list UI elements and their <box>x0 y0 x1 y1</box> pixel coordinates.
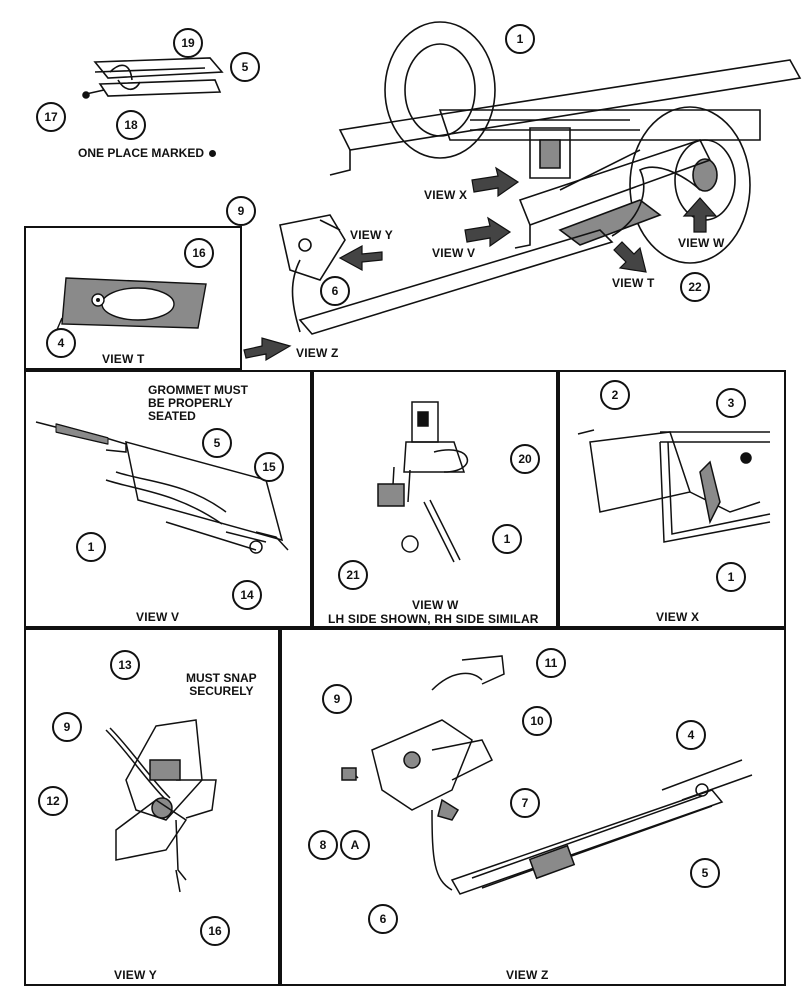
view-x-arrow-icon <box>472 168 518 196</box>
view-z-title: VIEW Z <box>506 968 549 982</box>
callout-6: 6 <box>320 276 350 306</box>
callout-a: A <box>340 830 370 860</box>
one-place-marked-note: ONE PLACE MARKED <box>78 147 217 160</box>
callout-5: 5 <box>230 52 260 82</box>
callout-3: 3 <box>716 388 746 418</box>
view-y-panel: 13 9 12 16 MUST SNAP SECURELY VIEW Y <box>24 628 280 986</box>
callout-1: 1 <box>492 524 522 554</box>
callout-14: 14 <box>232 580 262 610</box>
view-v-panel: GROMMET MUST BE PROPERLY SEATED 5 15 1 1… <box>24 370 312 628</box>
callout-21: 21 <box>338 560 368 590</box>
callout-17: 17 <box>36 102 66 132</box>
view-v-drawing <box>35 421 289 554</box>
view-t-arrow-icon <box>614 242 646 272</box>
view-x-title: VIEW X <box>656 610 700 624</box>
callout-9: 9 <box>226 196 256 226</box>
callout-1: 1 <box>505 24 535 54</box>
view-w-drawing <box>377 401 469 563</box>
parking-brake-cable-route-drawing <box>293 150 701 334</box>
callout-16: 16 <box>184 238 214 268</box>
view-w-arrow-icon <box>684 198 716 232</box>
view-x-panel: 2 3 1 VIEW X <box>558 370 786 628</box>
callout-19: 19 <box>173 28 203 58</box>
callout-1: 1 <box>716 562 746 592</box>
callout-16: 16 <box>200 916 230 946</box>
view-v-arrow-icon <box>465 218 510 246</box>
callout-10: 10 <box>522 706 552 736</box>
view-t-title: VIEW T <box>102 352 145 366</box>
callout-1: 1 <box>76 532 106 562</box>
callout-13: 13 <box>110 650 140 680</box>
view-z-drawing <box>341 655 753 895</box>
view-y-title: VIEW Y <box>114 968 157 982</box>
view-t-drawing <box>55 277 207 333</box>
view-y-drawing <box>105 719 217 893</box>
callout-5: 5 <box>202 428 232 458</box>
view-y-arrow-icon <box>340 246 382 270</box>
view-w-subtitle: LH SIDE SHOWN, RH SIDE SIMILAR <box>328 612 539 626</box>
grommet-note: GROMMET MUST BE PROPERLY SEATED <box>148 383 248 423</box>
callout-7: 7 <box>510 788 540 818</box>
callout-9: 9 <box>322 684 352 714</box>
frame-rails-drawing <box>330 60 800 248</box>
callout-4: 4 <box>676 720 706 750</box>
view-t-panel: 16 4 VIEW T <box>24 226 242 370</box>
label-view-y: VIEW Y <box>350 228 393 242</box>
callout-18: 18 <box>116 110 146 140</box>
label-view-z: VIEW Z <box>296 346 339 360</box>
pedal-assembly-top-drawing <box>280 215 345 280</box>
view-v-title: VIEW V <box>136 610 180 624</box>
view-z-arrow-icon <box>244 338 290 360</box>
callout-12: 12 <box>38 786 68 816</box>
callout-9: 9 <box>52 712 82 742</box>
callout-11: 11 <box>536 648 566 678</box>
callout-22: 22 <box>680 272 710 302</box>
label-view-v: VIEW V <box>432 246 476 260</box>
must-snap-note: MUST SNAP SECURELY <box>186 671 257 698</box>
callout-8: 8 <box>308 830 338 860</box>
callout-5: 5 <box>690 858 720 888</box>
filled-dot-icon <box>209 150 217 157</box>
callout-6: 6 <box>368 904 398 934</box>
view-w-panel: 20 1 21 VIEW W LH SIDE SHOWN, RH SIDE SI… <box>312 370 558 628</box>
callout-20: 20 <box>510 444 540 474</box>
label-view-x: VIEW X <box>424 188 468 202</box>
callout-15: 15 <box>254 452 284 482</box>
callout-2: 2 <box>600 380 630 410</box>
view-w-title: VIEW W <box>412 598 459 612</box>
cable-clip-inset-drawing <box>83 58 222 98</box>
view-x-drawing <box>577 429 771 543</box>
view-z-panel: 11 9 10 4 7 8 A 6 5 VIEW Z <box>280 628 786 986</box>
label-view-t: VIEW T <box>612 276 655 290</box>
callout-4: 4 <box>46 328 76 358</box>
label-view-w: VIEW W <box>678 236 725 250</box>
